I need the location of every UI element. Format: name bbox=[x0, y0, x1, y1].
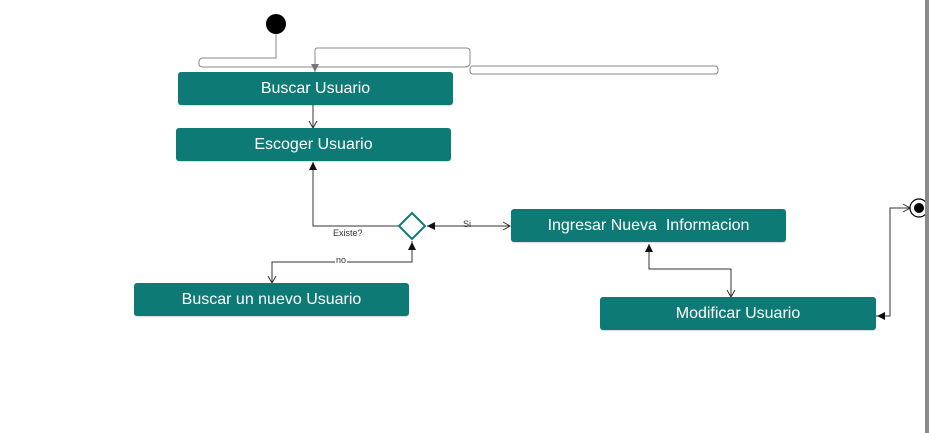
decision-no-label: no bbox=[335, 255, 348, 265]
node-ingresar-nueva-informacion[interactable]: Ingresar Nueva Informacion bbox=[511, 209, 786, 242]
node-buscar-usuario-label: Buscar Usuario bbox=[260, 79, 371, 97]
edge-decision-escoger bbox=[309, 162, 399, 227]
start-node bbox=[266, 14, 286, 34]
node-buscar-nuevo-usuario[interactable]: Buscar un nuevo Usuario bbox=[134, 283, 409, 316]
node-ingresar-label: Ingresar Nueva Informacion bbox=[547, 216, 750, 234]
node-modificar-usuario[interactable]: Modificar Usuario bbox=[600, 297, 876, 330]
node-modificar-label: Modificar Usuario bbox=[675, 304, 801, 322]
end-node-inner bbox=[914, 203, 924, 213]
decision-question-label: Existe? bbox=[333, 228, 363, 238]
edge-modificar-end bbox=[876, 203, 912, 317]
node-escoger-usuario-label: Escoger Usuario bbox=[254, 135, 373, 153]
edge-ingresar-modificar bbox=[648, 244, 736, 299]
decision-node bbox=[397, 211, 427, 241]
loop-connector-right bbox=[469, 65, 719, 75]
decision-yes-label: Si bbox=[463, 219, 472, 229]
node-escoger-usuario[interactable]: Escoger Usuario bbox=[176, 128, 451, 161]
loop-connector-left bbox=[198, 34, 471, 72]
right-edge-divider bbox=[925, 0, 929, 433]
node-buscar-usuario[interactable]: Buscar Usuario bbox=[178, 72, 453, 105]
node-buscar-nuevo-label: Buscar un nuevo Usuario bbox=[181, 290, 362, 308]
